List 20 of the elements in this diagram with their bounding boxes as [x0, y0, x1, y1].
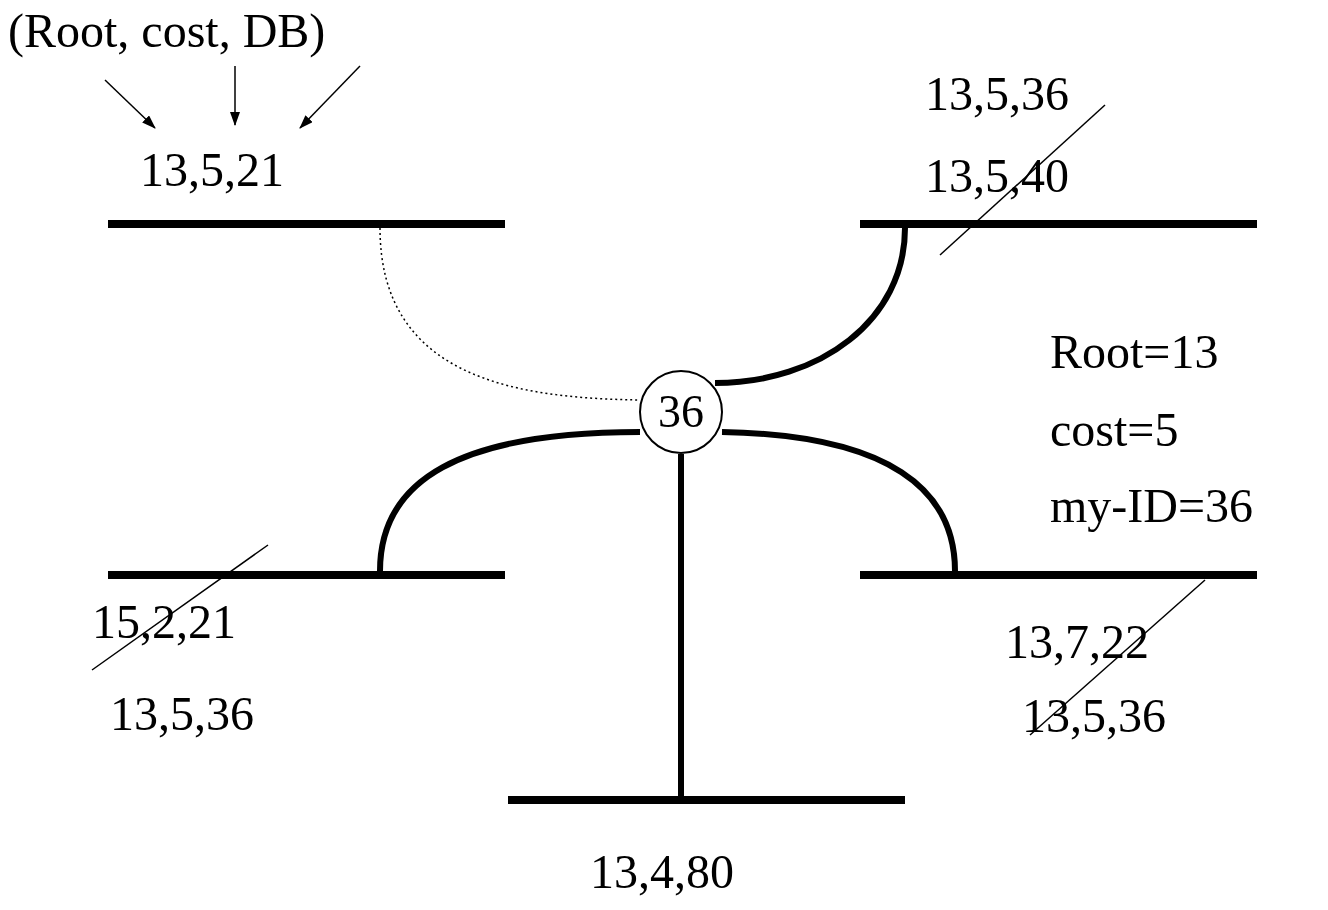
arrow — [299, 65, 361, 129]
arrow — [230, 65, 240, 126]
state-text: Root=13 — [1050, 324, 1219, 380]
tuple-text: 13,5,21 — [140, 142, 284, 198]
network-bar — [108, 220, 505, 228]
state-text: my-ID=36 — [1050, 478, 1254, 534]
tuple-text: 13,5,36 — [925, 66, 1069, 122]
network-bar — [108, 571, 505, 579]
network-bar — [508, 796, 905, 804]
tuple-heading: (Root, cost, DB) — [8, 0, 326, 62]
network-bar — [860, 571, 1257, 579]
connector-line — [379, 227, 640, 401]
arrow — [104, 79, 156, 129]
connector-line — [377, 429, 641, 572]
connector-line — [714, 227, 908, 386]
tuple-text: 13,4,80 — [590, 844, 734, 900]
state-text: cost=5 — [1050, 402, 1179, 458]
connector-line — [678, 454, 684, 796]
tuple-text: 13,5,36 — [110, 686, 254, 742]
network-bar — [860, 220, 1257, 228]
